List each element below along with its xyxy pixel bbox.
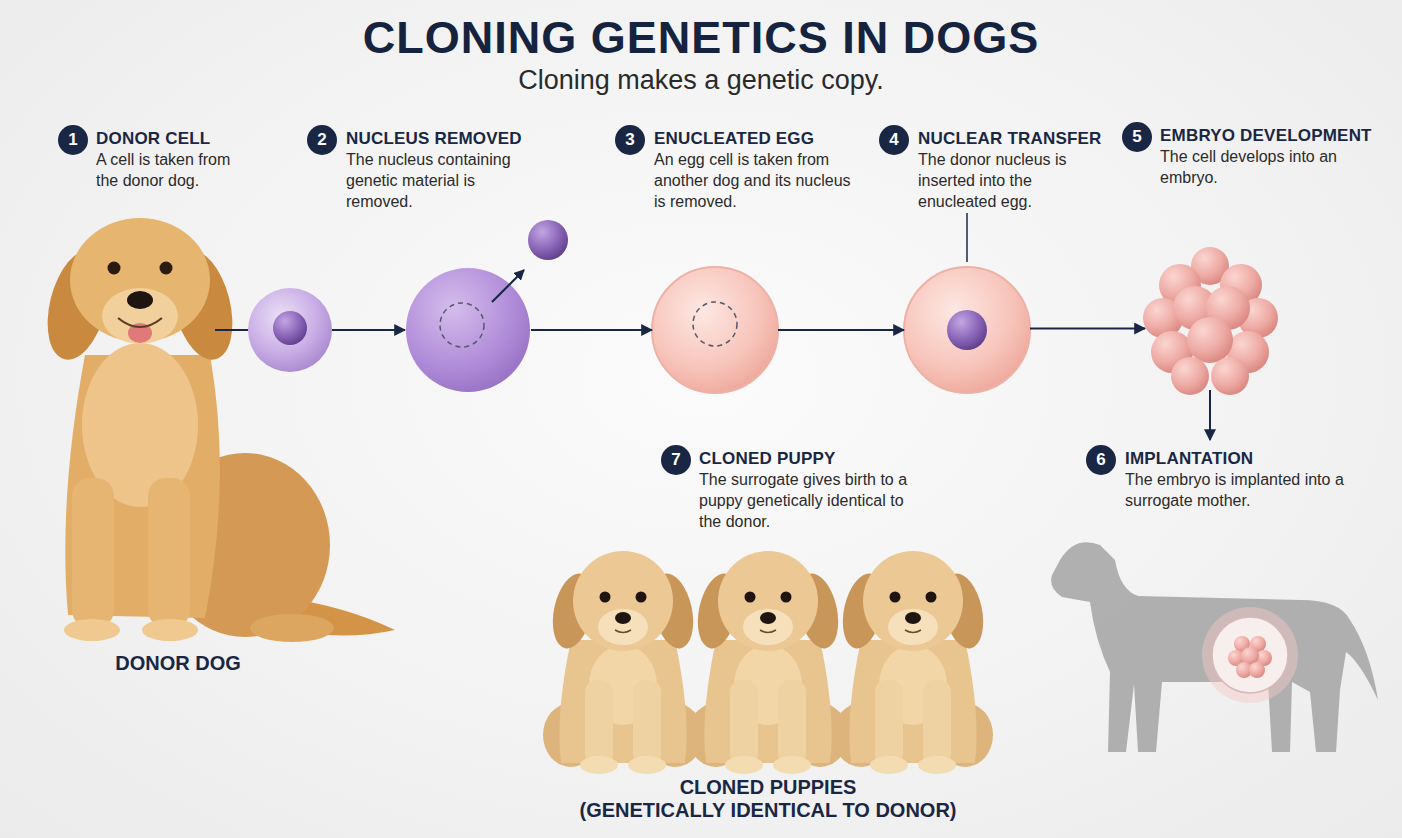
- step-number: 7: [661, 445, 691, 475]
- dog-mouth: [118, 318, 162, 327]
- step-heading: CLONED PUPPY: [699, 449, 836, 469]
- caption-label: DONOR DOG: [78, 652, 278, 675]
- flow-arrow: [531, 329, 652, 331]
- step-number: 4: [879, 125, 909, 155]
- dog-leg: [148, 478, 190, 628]
- connector-line: [215, 329, 248, 331]
- dog-leg: [72, 478, 114, 628]
- diagram-title: CLONING GENETICS IN DOGS: [0, 12, 1402, 64]
- subtitle-label: Cloning makes a genetic copy.: [0, 64, 1402, 96]
- nucleus-removed-step: 2NUCLEUS REMOVEDThe nucleus containing g…: [405, 267, 531, 393]
- flow-arrow: [1030, 328, 1145, 330]
- step-description: The nucleus containing genetic material …: [346, 149, 531, 212]
- flow-arrow: [778, 329, 904, 331]
- donor-nucleus: [947, 310, 987, 350]
- dog-head: [70, 218, 210, 342]
- cell: [248, 288, 332, 372]
- step-number: 5: [1122, 122, 1152, 152]
- step-description: The embryo is implanted into a surrogate…: [1125, 469, 1350, 511]
- embryo-step: 5EMBRYO DEVELOPMENTThe cell develops int…: [1145, 260, 1275, 390]
- embryo-drawing: [1143, 247, 1278, 395]
- leader-line: [966, 213, 968, 262]
- caption-label: CLONED PUPPIES: [568, 776, 968, 799]
- dog-eye: [108, 262, 121, 275]
- step-heading: ENUCLEATED EGG: [654, 129, 814, 149]
- nuclear-transfer-drawing: [904, 213, 1030, 393]
- empty-nucleus-outline: [693, 302, 737, 346]
- dog-nose: [127, 291, 153, 309]
- step-heading: EMBRYO DEVELOPMENT: [1160, 126, 1372, 146]
- cell: [406, 268, 530, 392]
- nuclear-transfer-step: 4NUCLEAR TRANSFERThe donor nucleus is in…: [904, 267, 1030, 393]
- enucleated-egg-step: 3ENUCLEATED EGGAn egg cell is taken from…: [652, 267, 778, 393]
- step-number: 2: [307, 125, 337, 155]
- dog-muzzle: [102, 288, 178, 344]
- surrogate-dog-drawing: [1051, 542, 1378, 752]
- implantation-step: 6 IMPLANTATIONThe embryo is implanted int…: [1045, 440, 1380, 765]
- dog-paw: [250, 614, 334, 642]
- dog-paw: [142, 619, 198, 641]
- step-heading: IMPLANTATION: [1125, 449, 1253, 469]
- enucleated-egg-drawing: [652, 267, 778, 393]
- donor-dog: DONOR DOG: [30, 215, 215, 640]
- caption-label: (GENETICALLY IDENTICAL TO DONOR): [568, 799, 968, 822]
- dog-eye: [160, 262, 173, 275]
- removal-arrow: [492, 270, 524, 302]
- egg-cell: [904, 267, 1030, 393]
- donor-dog-drawing: [37, 218, 395, 642]
- embryo-cell: [1171, 357, 1209, 395]
- cloned-puppy-step: 7 CLONED PUPPYThe surrogate gives birth t…: [540, 440, 1030, 780]
- nucleus-removal-drawing: [406, 220, 568, 392]
- step-description: An egg cell is taken from another dog an…: [654, 149, 854, 212]
- step-description: The donor nucleus is inserted into the e…: [918, 149, 1083, 212]
- surrogate-silhouette: [1051, 542, 1378, 752]
- puppy: [688, 551, 848, 774]
- step-heading: NUCLEAR TRANSFER: [918, 129, 1102, 149]
- step-heading: DONOR CELL: [96, 129, 210, 149]
- embryo-cell: [1187, 317, 1233, 363]
- step-number: 6: [1086, 445, 1116, 475]
- embryo-cell: [1211, 357, 1249, 395]
- embryo-cell: [1249, 662, 1265, 678]
- step-description: The cell develops into an embryo.: [1160, 146, 1360, 188]
- step-number: 1: [58, 125, 88, 155]
- removed-nucleus: [528, 220, 568, 260]
- dog-paw: [64, 619, 120, 641]
- flow-arrow: [1209, 390, 1211, 440]
- puppy: [543, 551, 703, 774]
- donor-cell-drawing: [248, 288, 332, 372]
- puppy: [833, 551, 993, 774]
- flow-arrow: [332, 329, 405, 331]
- nucleus: [273, 311, 307, 345]
- empty-nucleus-outline: [440, 303, 484, 347]
- step-description: A cell is taken from the donor dog.: [96, 149, 251, 191]
- womb-inset: [1212, 617, 1288, 693]
- egg-cell: [652, 267, 778, 393]
- step-number: 3: [615, 125, 645, 155]
- donor-cell-step: 1DONOR CELLA cell is taken from the dono…: [248, 288, 332, 372]
- puppies-drawing: [543, 551, 993, 774]
- step-heading: NUCLEUS REMOVED: [346, 129, 522, 149]
- womb-glow: [1202, 607, 1298, 703]
- step-description: The surrogate gives birth to a puppy gen…: [699, 469, 911, 532]
